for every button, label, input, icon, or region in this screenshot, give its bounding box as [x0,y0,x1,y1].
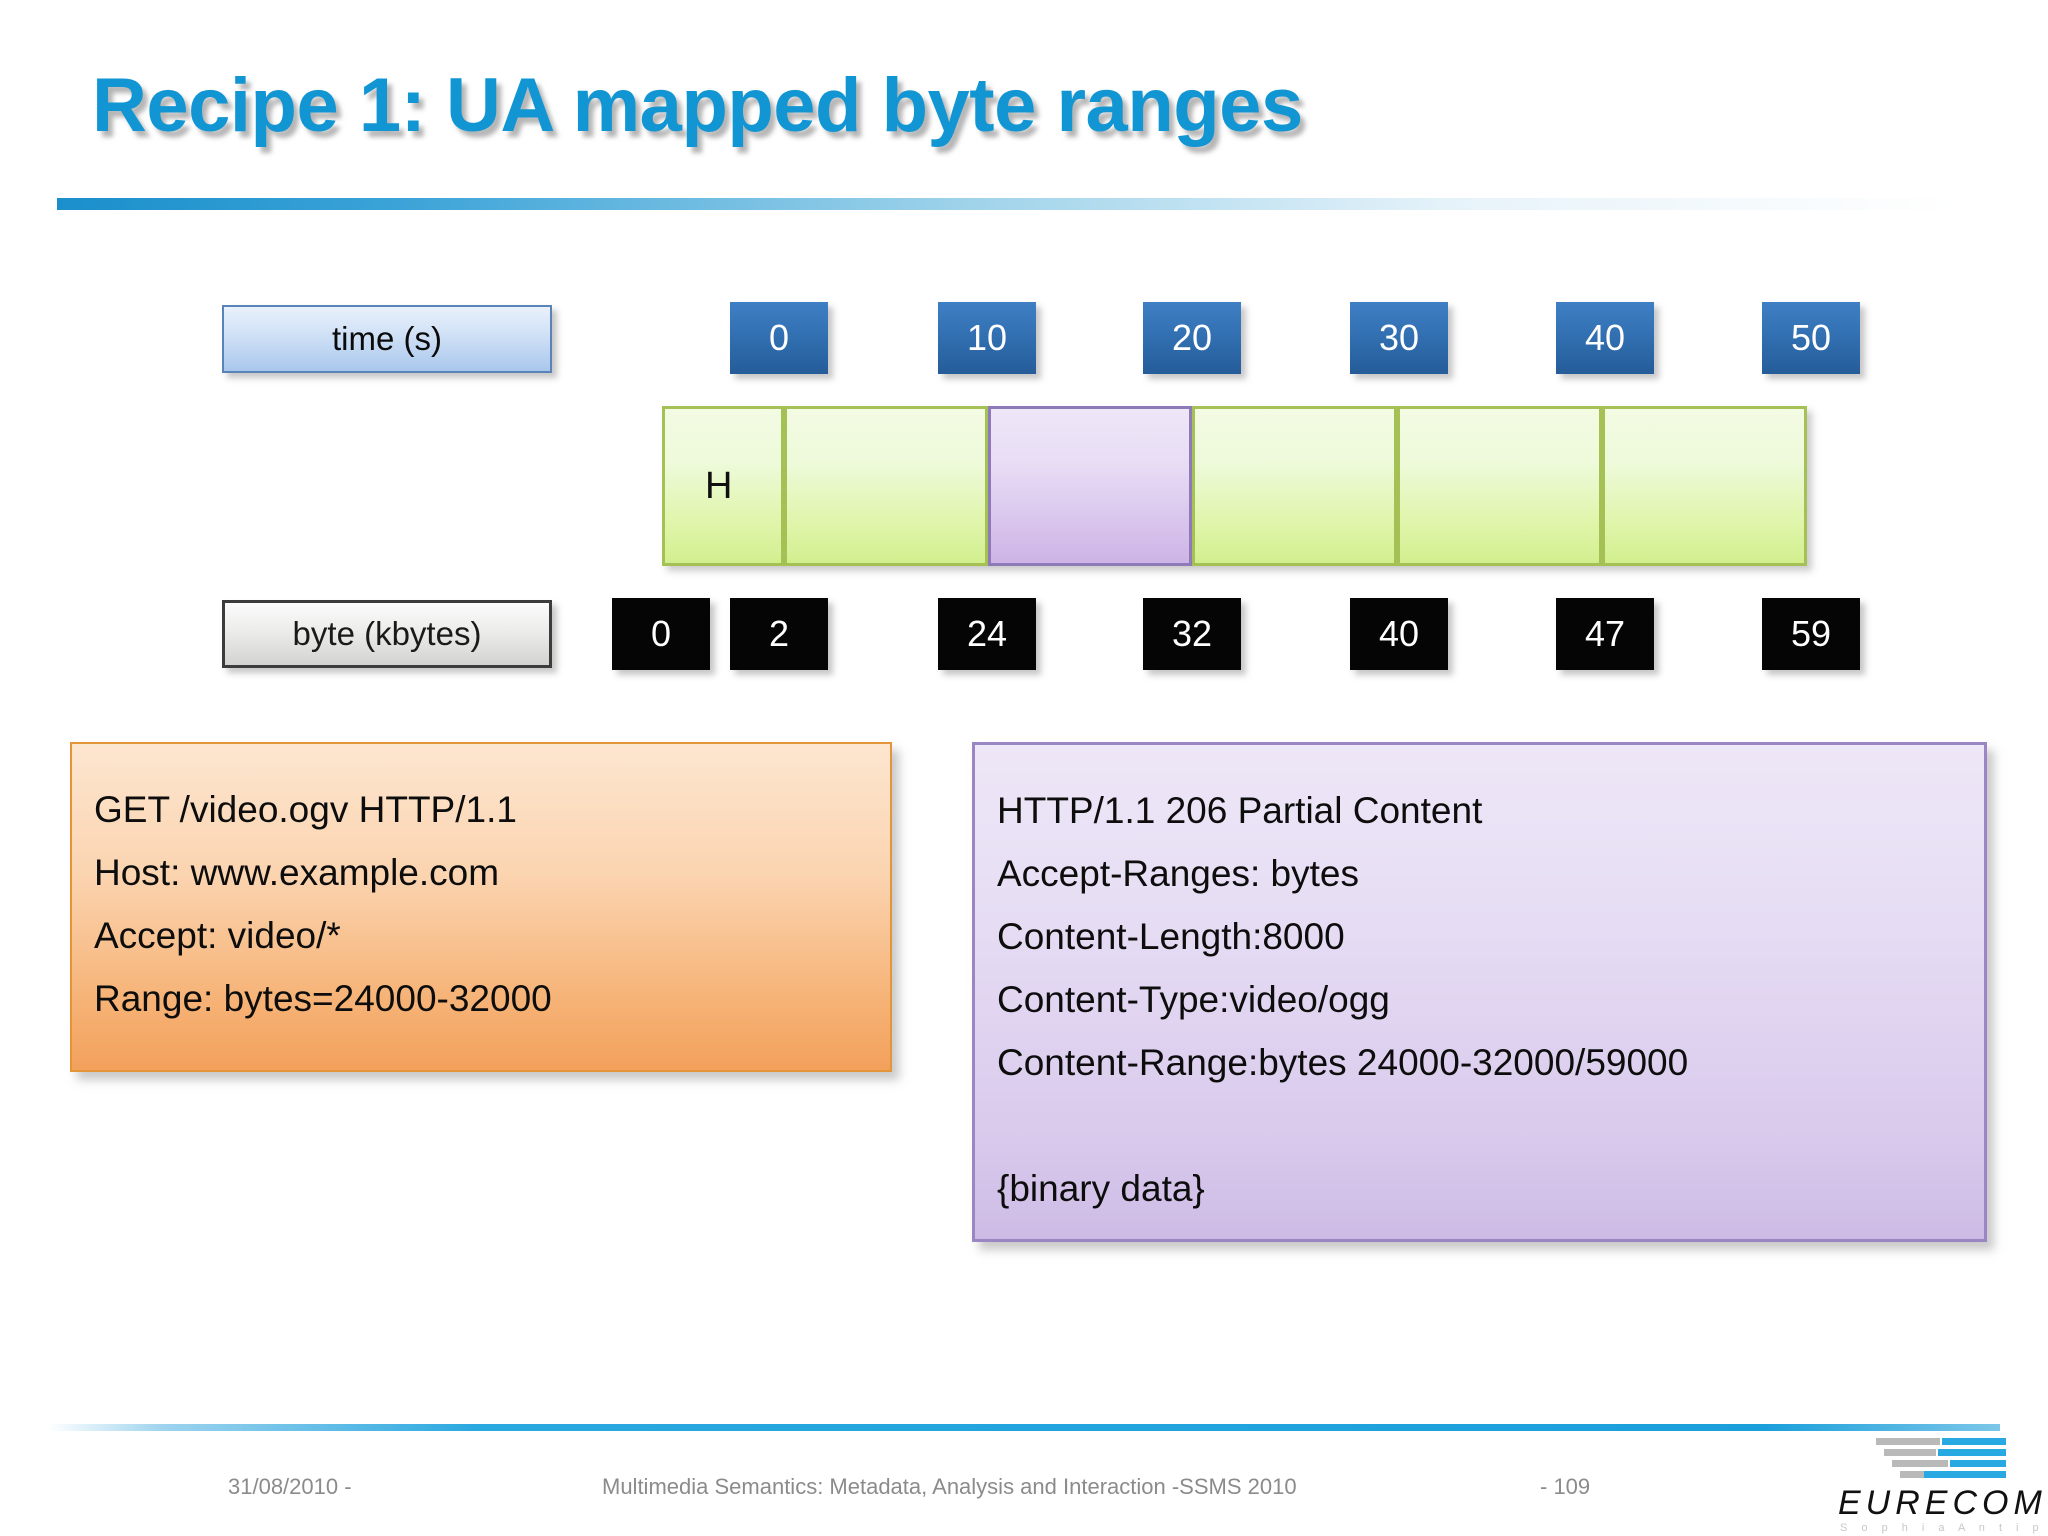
request-line: GET /video.ogv HTTP/1.1 [94,789,517,830]
response-line: HTTP/1.1 206 Partial Content [997,790,1483,831]
time-marker-label: 30 [1378,317,1420,358]
eurecom-logo-tagline: S o p h i a A n t i p o l i s [1840,1522,2048,1534]
response-line: Content-Range:bytes 24000-32000/59000 [997,1042,1689,1083]
video-timeline-bar: H [662,406,1807,566]
byte-marker-label: 24 [966,613,1008,654]
response-line: {binary data} [997,1168,1205,1209]
timeline-segment-5 [1602,406,1807,566]
timeline-segment-4 [1397,406,1602,566]
time-marker-label: 20 [1171,317,1213,358]
byte-marker-label: 2 [768,613,790,654]
response-line: Content-Length:8000 [997,916,1345,957]
eurecom-logo-bars-icon [1876,1438,2006,1482]
footer-date: 31/08/2010 - [228,1474,352,1499]
byte-marker-40: 40 [1350,598,1448,670]
byte-marker-32: 32 [1143,598,1241,670]
byte-marker-59: 59 [1762,598,1860,670]
byte-marker-label: 40 [1378,613,1420,654]
footer-page-number: - 109 [1540,1474,1591,1499]
time-marker-30: 30 [1350,302,1448,374]
time-marker-40: 40 [1556,302,1654,374]
response-line: Content-Type:video/ogg [997,979,1390,1020]
time-marker-label: 40 [1584,317,1626,358]
response-line-blank [997,1094,1962,1157]
byte-marker-24: 24 [938,598,1036,670]
byte-marker-label: 59 [1790,613,1832,654]
timeline-segment-1 [784,406,988,566]
time-marker-50: 50 [1762,302,1860,374]
time-marker-0: 0 [730,302,828,374]
http-request-box: GET /video.ogv HTTP/1.1 Host: www.exampl… [70,742,892,1072]
time-axis-legend: time (s) [222,305,552,373]
byte-axis-legend: byte (kbytes) [222,600,552,668]
time-marker-label: 50 [1790,317,1832,358]
request-line: Range: bytes=24000-32000 [94,978,552,1019]
byte-marker-label: 32 [1171,613,1213,654]
byte-marker-0: 0 [612,598,710,670]
time-axis-legend-label: time (s) [332,320,442,357]
timeline-segment-3 [1192,406,1397,566]
eurecom-logo: EURECOM S o p h i a A n t i p o l i s [1838,1438,2048,1534]
request-line: Accept: video/* [94,915,341,956]
time-marker-10: 10 [938,302,1036,374]
timeline-segment-header: H [662,406,784,566]
page-title: Recipe 1: UA mapped byte ranges [92,63,1303,148]
timeline-segment-requested [988,406,1192,566]
byte-marker-label: 0 [650,613,672,654]
footer-divider [48,1424,2000,1431]
byte-axis-legend-label: byte (kbytes) [292,615,482,652]
time-marker-label: 10 [966,317,1008,358]
title-divider [57,198,1957,210]
http-response-box: HTTP/1.1 206 Partial Content Accept-Rang… [972,742,1987,1242]
byte-marker-47: 47 [1556,598,1654,670]
byte-marker-2: 2 [730,598,828,670]
time-marker-20: 20 [1143,302,1241,374]
byte-marker-label: 47 [1584,613,1626,654]
footer-conference: Multimedia Semantics: Metadata, Analysis… [602,1474,1297,1499]
eurecom-logo-wordmark: EURECOM [1838,1484,2047,1522]
request-line: Host: www.example.com [94,852,500,893]
time-marker-label: 0 [768,317,790,358]
response-line: Accept-Ranges: bytes [997,853,1359,894]
timeline-segment-header-label: H [705,464,733,507]
